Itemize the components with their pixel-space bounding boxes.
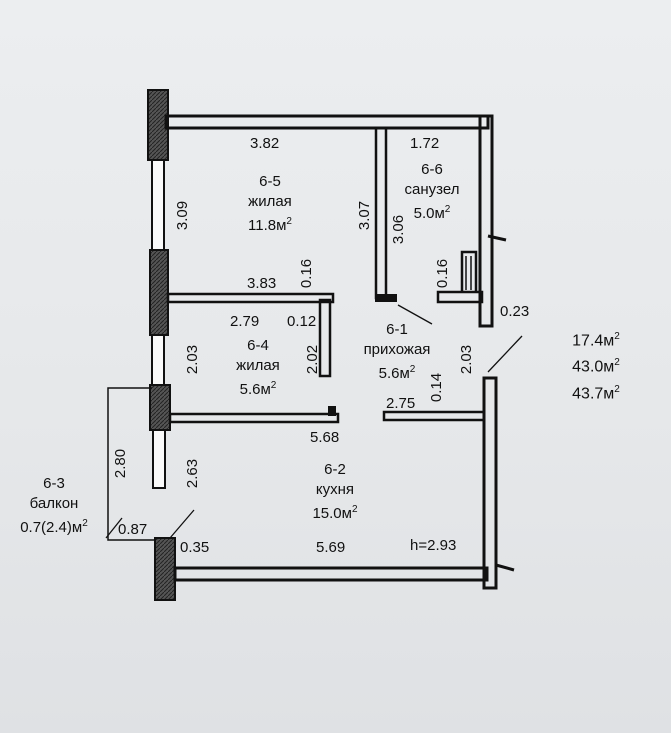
total-area-with-balcony: 43.7м xyxy=(572,384,615,402)
room-area: 5.0м xyxy=(413,205,445,222)
right-wall-upper xyxy=(478,114,494,328)
dim-label: 0.35 xyxy=(180,539,210,556)
dim-label: 2.03 xyxy=(458,344,476,375)
dim-label: 2.80 xyxy=(112,448,130,479)
area-unit-sup: 2 xyxy=(270,380,277,391)
room-number: 6-1 xyxy=(386,321,408,338)
area-unit-sup: 2 xyxy=(614,331,620,342)
room-name: балкон xyxy=(29,495,79,512)
dim-label: 0.87 xyxy=(118,521,148,538)
room-name: кухня xyxy=(315,481,355,498)
room-name: жилая xyxy=(236,357,280,374)
dim-label: 0.16 xyxy=(298,258,316,289)
left-exterior-wall xyxy=(147,89,176,601)
area-unit-sup: 2 xyxy=(82,518,88,529)
dim-label: 0.14 xyxy=(428,372,446,403)
room-area: 0.7(2.4)м xyxy=(20,519,83,536)
dim-label: 5.68 xyxy=(310,429,340,446)
area-unit-sup: 2 xyxy=(614,357,620,369)
room-number: 6-4 xyxy=(247,337,269,354)
partition-64-62 xyxy=(168,412,340,424)
partition-61-62 xyxy=(382,410,486,422)
right-wall-lower xyxy=(482,376,498,590)
room-6-6-label: 6-6 санузел 5.0м2 xyxy=(392,160,472,224)
room-6-1-label: 6-1 прихожая 5.6м2 xyxy=(352,320,442,384)
room-6-3-label: 6-3 балкон 0.7(2.4)м2 xyxy=(2,474,106,538)
dim-label: 2.02 xyxy=(304,344,322,375)
room-6-5-label: 6-5 жилая 11.8м2 xyxy=(230,172,310,236)
dim-label: 0.16 xyxy=(434,258,452,289)
room-area: 11.8м xyxy=(248,217,287,234)
area-unit-sup: 2 xyxy=(614,383,620,395)
dim-label: 2.03 xyxy=(184,344,202,375)
partition-65-64 xyxy=(166,292,335,304)
room-number: 6-3 xyxy=(43,475,65,492)
dim-label: 0.12 xyxy=(287,313,317,330)
dim-label: 5.69 xyxy=(316,539,346,556)
room-number: 6-6 xyxy=(421,161,443,178)
room-area: 5.6м xyxy=(378,365,410,382)
room-area: 15.0м xyxy=(312,505,352,522)
dim-label: 1.72 xyxy=(410,135,440,152)
dim-label: 3.09 xyxy=(174,200,192,231)
room-name: прихожая xyxy=(363,341,431,358)
room-6-2-label: 6-2 кухня 15.0м2 xyxy=(290,460,380,524)
dim-label: 3.82 xyxy=(250,135,280,152)
room-area: 5.6м xyxy=(239,381,271,398)
area-unit-sup: 2 xyxy=(351,504,358,515)
area-totals: 17.4м2 43.0м2 43.7м2 xyxy=(556,326,636,405)
area-unit-sup: 2 xyxy=(409,364,416,375)
area-unit-sup: 2 xyxy=(286,216,292,227)
room-6-4-label: 6-4 жилая 5.6м2 xyxy=(218,336,298,400)
bottom-wall xyxy=(173,566,489,582)
room-number: 6-5 xyxy=(259,173,281,190)
room-number: 6-2 xyxy=(324,461,346,478)
total-area: 43.0м xyxy=(572,358,615,376)
dim-label: 3.07 xyxy=(356,200,374,231)
dim-label: 0.23 xyxy=(500,303,530,320)
dim-label: 3.06 xyxy=(390,214,408,245)
top-wall xyxy=(164,114,490,130)
bathroom-partition xyxy=(374,126,388,300)
room-name: жилая xyxy=(248,193,292,210)
bathroom-bottom-partition xyxy=(436,250,484,304)
dim-label: 2.63 xyxy=(184,458,202,489)
ceiling-height-label: h=2.93 xyxy=(410,537,457,554)
leader-lines xyxy=(105,304,523,539)
dim-label: 2.79 xyxy=(230,313,260,330)
area-unit-sup: 2 xyxy=(444,204,451,215)
dim-label: 3.83 xyxy=(247,275,277,292)
balcony-outline xyxy=(107,387,155,541)
dim-label: 2.75 xyxy=(386,395,416,412)
room-name: санузел xyxy=(404,181,460,198)
living-area-total: 17.4м xyxy=(572,332,615,350)
